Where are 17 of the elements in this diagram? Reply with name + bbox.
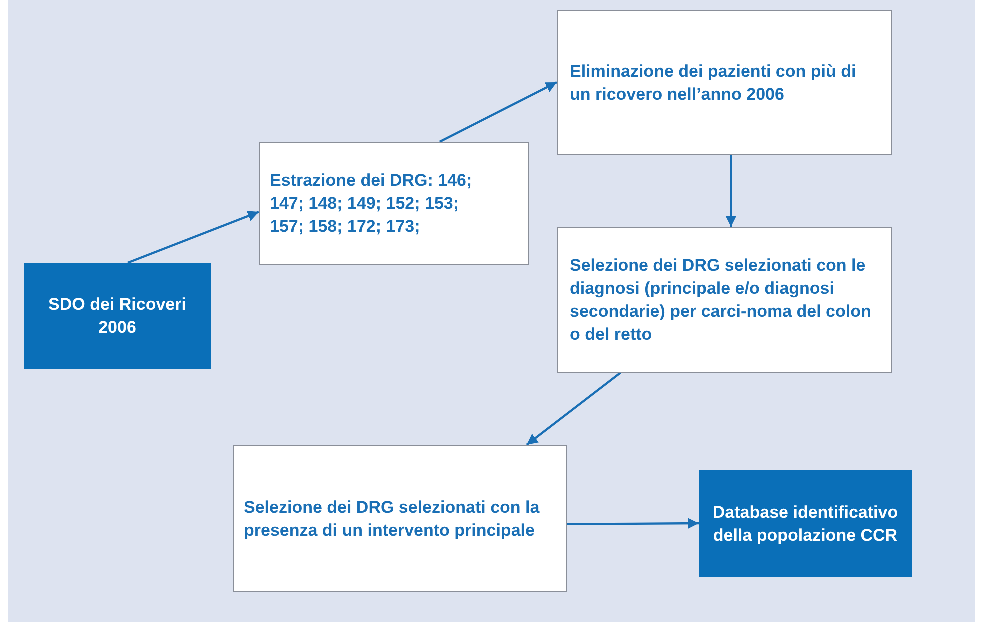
highlight-box — [24, 263, 211, 369]
arrow — [128, 210, 260, 264]
arrow — [439, 82, 558, 143]
arrow — [567, 518, 699, 530]
process-box — [259, 142, 529, 265]
box-text: Database identificativo della popolazione CCR — [712, 502, 900, 546]
highlight-box — [699, 470, 912, 577]
box-text: Selezione dei DRG selezionati con la presenza di un intervento principale — [244, 496, 541, 542]
arrow — [726, 155, 737, 227]
process-box — [557, 10, 892, 155]
box-text: SDO dei Ricoveri 2006 — [48, 294, 188, 339]
arrow — [526, 372, 622, 446]
box-text: Selezione dei DRG selezionati con le diagnosi (principale e/o diagnosi secondarie) per carci-noma del colon o del retto — [570, 255, 872, 346]
box-text: Estrazione dei DRG: 146; 147; 148; 149; 152; 153; 157; 158; 172; 173; — [270, 170, 474, 238]
process-box — [557, 227, 892, 373]
process-box — [233, 445, 567, 592]
box-text: Eliminazione dei pazienti con più di un ricovero nell’anno 2006 — [570, 60, 858, 106]
